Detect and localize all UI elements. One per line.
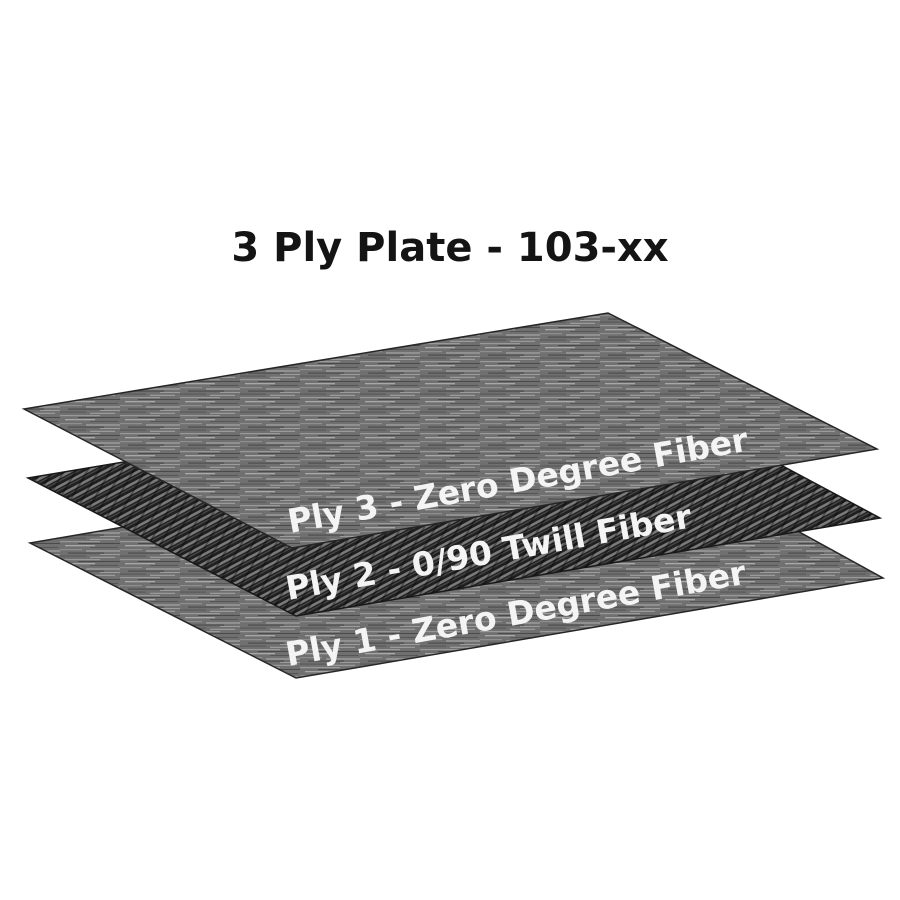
ply-3-sheet [21, 312, 880, 549]
diagram-title: 3 Ply Plate - 103-xx [231, 225, 669, 271]
